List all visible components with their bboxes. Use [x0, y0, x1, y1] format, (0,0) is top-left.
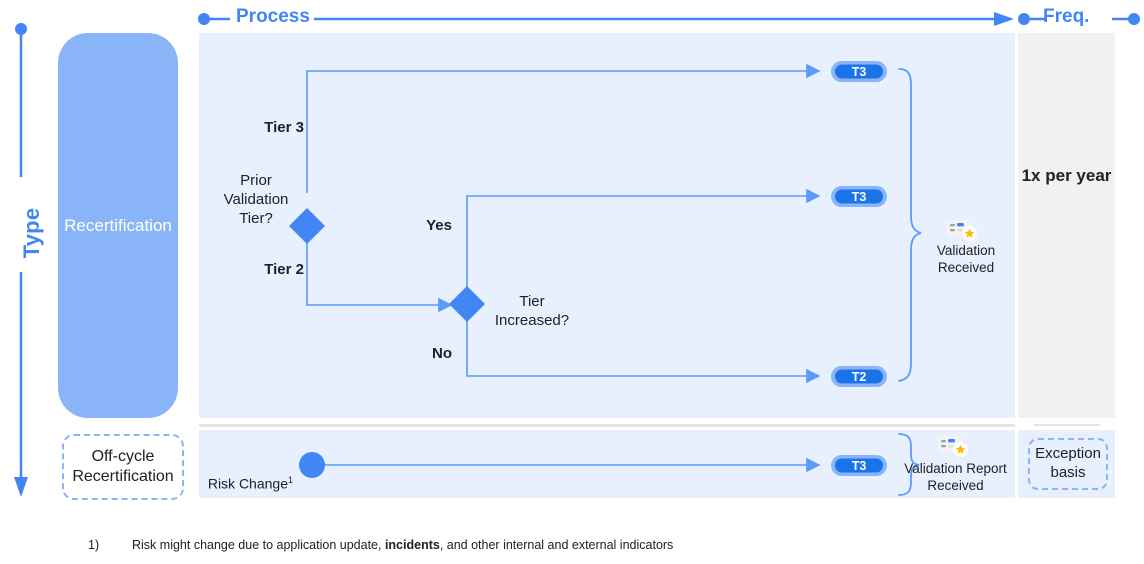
process-axis-line: [198, 12, 1014, 26]
brace-validation-received: [898, 68, 922, 382]
validation-received-icon: [947, 216, 981, 249]
brace-validation-report-received: [898, 433, 920, 496]
badge-tier3-offcycle[interactable]: T3: [831, 455, 887, 481]
footnote-text-after: , and other internal and external indica…: [439, 538, 674, 552]
frequency-main-value: 1x per year: [1021, 166, 1112, 185]
category-recertification[interactable]: Recertification: [58, 33, 178, 418]
frequency-axis: [1016, 8, 1144, 37]
badge-tier3-top-shape: T3: [831, 61, 887, 82]
label-branch-no: No: [432, 345, 452, 362]
type-axis: Type: [10, 22, 50, 502]
label-tier-increased: Tier Increased?: [494, 293, 570, 330]
lane-divider-frequency: [1034, 424, 1100, 426]
process-axis-label: Process: [236, 6, 310, 27]
label-branch-tier2: Tier 2: [264, 261, 304, 278]
process-axis: [196, 8, 1016, 37]
recertification-frequency-cell: [1018, 33, 1115, 418]
label-prior-validation-tier: Prior Validation Tier?: [223, 172, 289, 228]
label-branch-yes: Yes: [426, 217, 452, 234]
process-start-dot: [198, 13, 210, 25]
badge-tier3-top[interactable]: T3: [831, 61, 887, 87]
badge-tier3-offcycle-shape: T3: [831, 455, 887, 476]
validation-report-received-icon: [938, 432, 972, 465]
freq-end-dot: [1128, 13, 1140, 25]
decision-tier-increased[interactable]: [449, 286, 485, 322]
footnote-text-bold: incidents: [384, 538, 440, 552]
axis-arrow-head: [14, 477, 28, 497]
label-risk-change: Risk Change1: [207, 457, 293, 493]
recertification-lane: [199, 33, 1015, 418]
frequency-axis-line: [1018, 13, 1140, 25]
freq-start-dot: [1018, 13, 1030, 25]
badge-tier3-offcycle-label: T3: [852, 459, 867, 473]
footnote-number: 1): [88, 538, 100, 552]
badge-tier3-top-label: T3: [852, 65, 867, 79]
badge-tier3-mid[interactable]: T3: [831, 186, 887, 212]
label-branch-tier3: Tier 3: [264, 119, 304, 136]
axis-start-dot: [15, 23, 27, 35]
badge-tier3-mid-shape: T3: [831, 186, 887, 207]
label-risk-change-text: Risk Change: [207, 475, 288, 492]
frequency-axis-label: Freq.: [1043, 6, 1090, 27]
footnote-text-before: Risk might change due to application upd…: [132, 538, 385, 552]
badge-tier2-bottom-label: T2: [852, 370, 867, 384]
badge-tier2-bottom[interactable]: T2: [831, 366, 887, 392]
type-axis-line: [14, 23, 28, 497]
frequency-exception-value: Exception basis: [1028, 438, 1108, 490]
type-axis-label: Type: [19, 207, 44, 259]
certificate-award-icon: [947, 220, 978, 244]
validation-report-received-label: Validation Report Received: [904, 461, 1007, 493]
recertification-flow-svg: [289, 63, 922, 384]
edge-no-to-badge: [466, 315, 821, 384]
edge-yes-to-badge: [466, 188, 821, 295]
validation-received-label: Validation Received: [936, 243, 996, 275]
category-off-cycle-recertification[interactable]: Off-cycle Recertification: [62, 434, 184, 500]
badge-tier3-mid-label: T3: [852, 190, 867, 204]
edge-tier3-to-badge: [306, 63, 821, 193]
badge-tier2-bottom-shape: T2: [831, 366, 887, 387]
decision-prior-validation-tier[interactable]: [289, 208, 325, 244]
certificate-award-icon: [938, 436, 969, 460]
lane-divider: [199, 424, 1015, 427]
off-cycle-flow-svg: [299, 433, 920, 496]
label-risk-change-footnote-marker: 1: [287, 474, 293, 485]
footnote-text: Risk might change due to application upd…: [132, 538, 673, 552]
node-risk-change[interactable]: [299, 452, 325, 478]
process-arrow-head: [994, 12, 1014, 26]
